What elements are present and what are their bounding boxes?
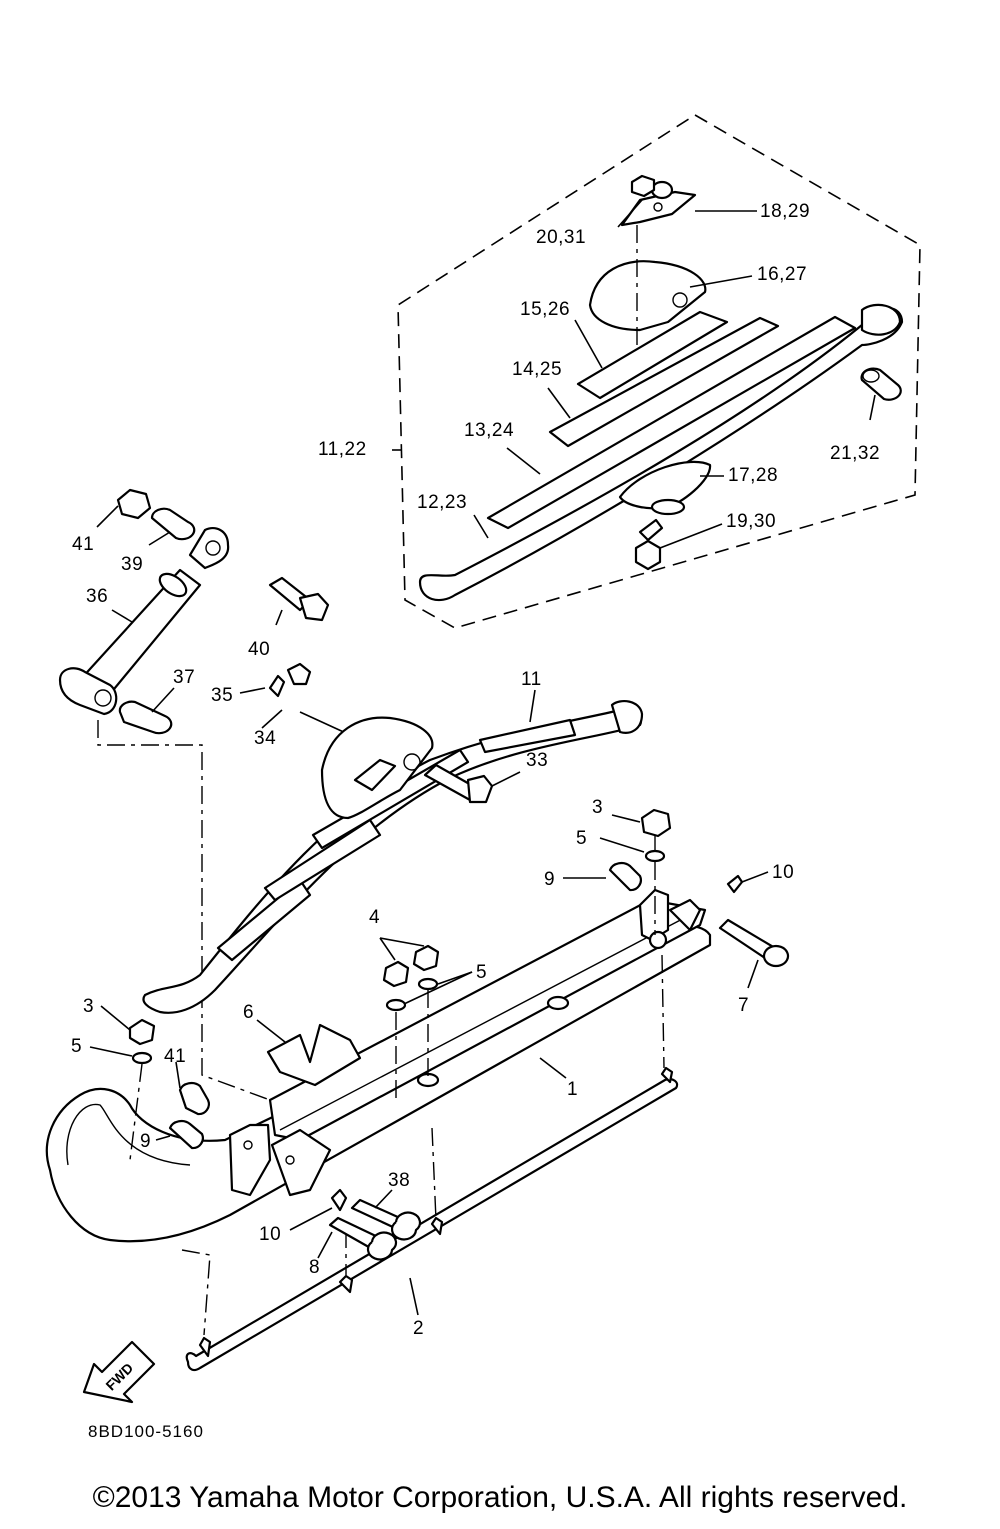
- wear-bar: [181, 954, 679, 1372]
- callout-21-32: 21,32: [830, 443, 880, 464]
- diagram-code: 8BD100-5160: [88, 1422, 204, 1441]
- callout-2: 2: [413, 1318, 424, 1339]
- callout-40: 40: [248, 639, 270, 660]
- hardware: [89, 808, 790, 1261]
- callout-36: 36: [86, 586, 108, 607]
- callout-5-front: 5: [71, 1036, 82, 1057]
- callout-17-28: 17,28: [728, 465, 778, 486]
- leaf-spring-11: [142, 689, 644, 1014]
- callout-38: 38: [388, 1170, 410, 1191]
- callout-4: 4: [369, 907, 380, 928]
- callout-9-rear: 9: [544, 869, 555, 890]
- callout-8: 8: [309, 1257, 320, 1278]
- shock-absorber-group: [58, 488, 349, 1101]
- callout-9-front: 9: [140, 1131, 151, 1152]
- callout-labels: 18,29 20,31 16,27 15,26 14,25 13,24 11,2…: [71, 201, 880, 1339]
- callout-6: 6: [243, 1002, 254, 1023]
- callout-7: 7: [738, 995, 749, 1016]
- callout-16-27: 16,27: [757, 264, 807, 285]
- callout-13-24: 13,24: [464, 420, 514, 441]
- callout-5-rear: 5: [576, 828, 587, 849]
- callout-33: 33: [526, 750, 548, 771]
- callout-5-center: 5: [476, 962, 487, 983]
- ski-body: [45, 888, 712, 1243]
- fwd-arrow: FWD: [82, 1340, 156, 1404]
- callout-11: 11: [521, 669, 542, 690]
- callout-37: 37: [173, 667, 195, 688]
- callout-12-23: 12,23: [417, 492, 467, 513]
- callout-3-rear: 3: [592, 797, 603, 818]
- callout-18-29: 18,29: [760, 201, 810, 222]
- copyright-notice: ©2013 Yamaha Motor Corporation, U.S.A. A…: [92, 1481, 908, 1514]
- callout-19-30: 19,30: [726, 511, 776, 532]
- callout-3-front: 3: [83, 996, 94, 1017]
- callout-39: 39: [121, 554, 143, 575]
- callout-15-26: 15,26: [520, 299, 570, 320]
- callout-10-rear: 10: [772, 862, 794, 883]
- callout-1: 1: [567, 1079, 578, 1100]
- callout-35: 35: [211, 685, 233, 706]
- callout-11-22: 11,22: [318, 439, 367, 460]
- callout-14-25: 14,25: [512, 359, 562, 380]
- callout-41-front: 41: [164, 1046, 186, 1067]
- callout-41-top: 41: [72, 534, 94, 555]
- callout-34: 34: [254, 728, 276, 749]
- callout-10-front: 10: [259, 1224, 281, 1245]
- leaf-spring-inset: [392, 114, 921, 629]
- callout-20-31: 20,31: [536, 227, 586, 248]
